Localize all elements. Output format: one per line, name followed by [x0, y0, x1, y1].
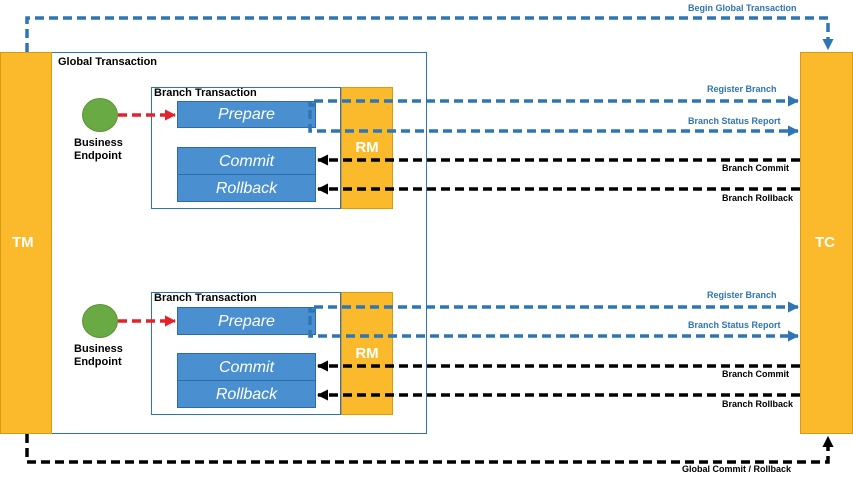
business-endpoint-label: Business Endpoint [74, 343, 123, 368]
tc-label: TC [815, 234, 835, 251]
begin-global-transaction-arrow [25, 16, 834, 52]
rm-box: RM [341, 87, 393, 209]
business-endpoint-label: Business Endpoint [74, 137, 123, 162]
tc-bar [800, 52, 853, 434]
branch-transaction-title: Branch Transaction [154, 292, 257, 304]
global-commit-rollback-arrow [25, 434, 834, 464]
business-endpoint-circle [82, 304, 118, 338]
branch-commit-label: Branch Commit [722, 163, 790, 173]
tm-bar [0, 52, 52, 434]
rollback-step: Rollback [177, 174, 316, 202]
prepare-step: Prepare [177, 307, 316, 335]
rm-box: RM [341, 292, 393, 415]
global-commit-rollback-label: Global Commit / Rollback [682, 464, 792, 474]
branch-status-report-label: Branch Status Report [688, 320, 781, 330]
tm-label: TM [12, 234, 34, 251]
global-transaction-label: Global Transaction [58, 56, 158, 68]
branch-rollback-label: Branch Rollback [722, 193, 794, 203]
business-endpoint-circle [82, 98, 118, 132]
register-branch-label: Register Branch [707, 290, 777, 300]
branch-commit-label: Branch Commit [722, 369, 790, 379]
commit-step: Commit [177, 147, 316, 175]
branch-transaction-title: Branch Transaction [154, 87, 257, 99]
begin-global-transaction-label: Begin Global Transaction [688, 3, 797, 13]
branch-rollback-label: Branch Rollback [722, 399, 794, 409]
register-branch-label: Register Branch [707, 84, 777, 94]
branch-status-report-label: Branch Status Report [688, 116, 781, 126]
rollback-step: Rollback [177, 380, 316, 408]
commit-step: Commit [177, 353, 316, 381]
prepare-step: Prepare [177, 101, 316, 128]
